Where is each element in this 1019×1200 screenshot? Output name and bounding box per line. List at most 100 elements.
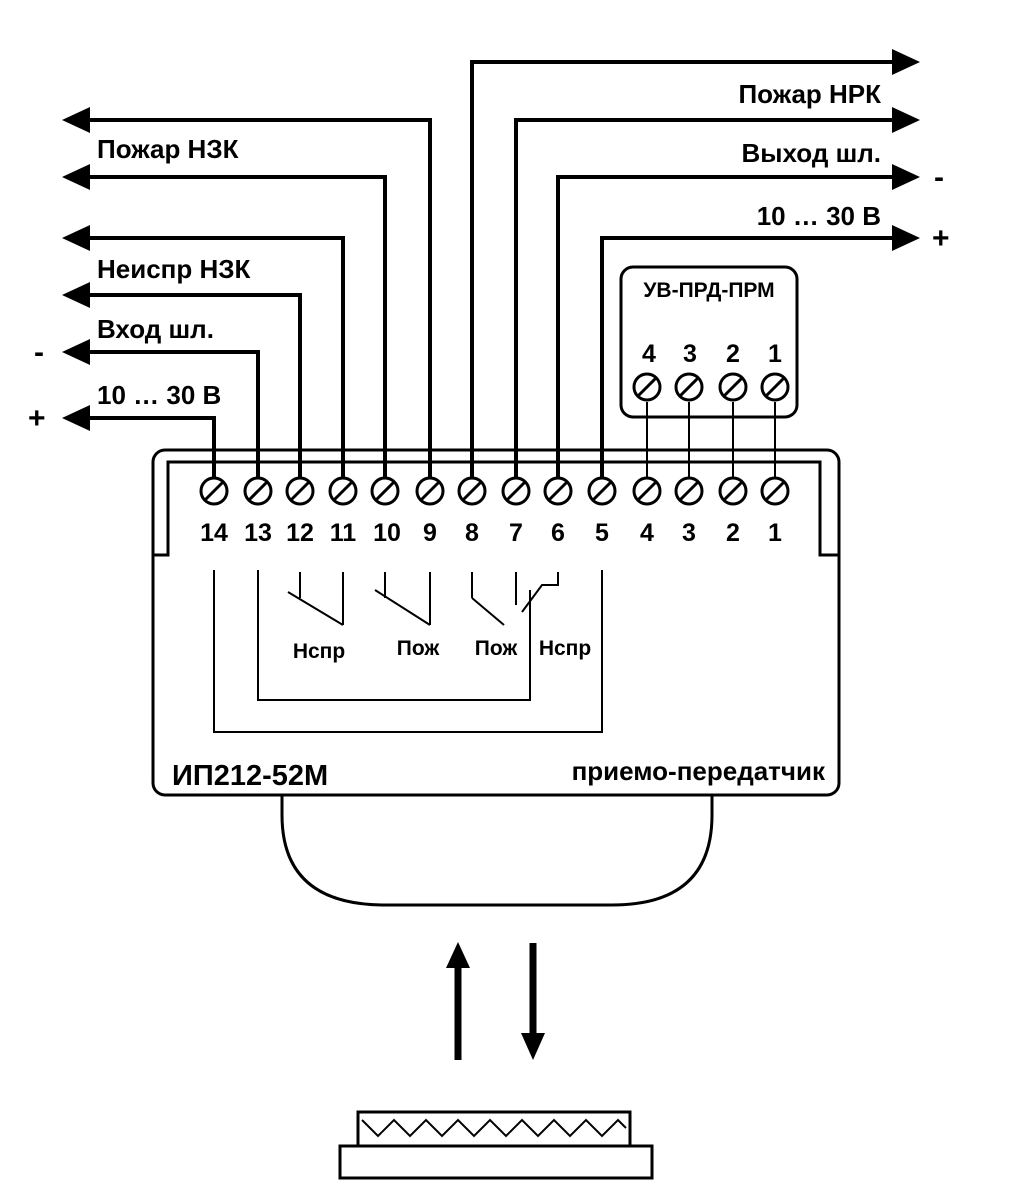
terminal-number: 7 bbox=[509, 519, 523, 547]
terminal-screw-icon bbox=[587, 476, 617, 506]
arrow-down-icon bbox=[521, 1033, 545, 1060]
reflector-base bbox=[338, 1144, 654, 1180]
connector-number: 3 bbox=[683, 340, 697, 368]
contact-label-fire-1: Пож bbox=[397, 637, 441, 660]
terminal-number: 11 bbox=[330, 519, 357, 547]
wire-terminal-11 bbox=[86, 236, 345, 480]
terminal-screw-icon bbox=[457, 476, 487, 506]
terminal-screw-icon bbox=[674, 372, 704, 402]
wire-terminal-7 bbox=[514, 118, 897, 480]
terminal-screw-icon bbox=[328, 476, 358, 506]
terminal-numbers: 14 13 12 11 10 9 8 7 6 5 4 3 2 1 bbox=[200, 519, 782, 547]
connector-number: 1 bbox=[768, 340, 782, 368]
sign-minus-left: - bbox=[34, 336, 44, 369]
wire-terminal-10 bbox=[86, 175, 387, 480]
wire-terminal-5 bbox=[600, 236, 897, 480]
terminal-number: 12 bbox=[286, 519, 314, 547]
arrow-left bbox=[62, 164, 90, 190]
arrow-left bbox=[62, 107, 90, 133]
terminal-number: 14 bbox=[200, 519, 228, 547]
connector-title: УВ-ПРД-ПРМ bbox=[643, 279, 774, 302]
terminal-number: 1 bbox=[768, 519, 782, 547]
internal-loop-wire bbox=[257, 570, 531, 701]
left-wires bbox=[86, 118, 432, 480]
wire-terminal-13 bbox=[86, 350, 260, 480]
relay-contact-fire-no bbox=[471, 597, 505, 626]
relay-contact-fault bbox=[287, 591, 344, 626]
connector-box bbox=[619, 265, 799, 419]
label-fire-nc: Пожар НЗК bbox=[97, 134, 239, 164]
label-fault-nc: Неиспр НЗК bbox=[97, 254, 251, 284]
terminal-screws bbox=[199, 476, 790, 506]
connector-number: 4 bbox=[642, 340, 656, 368]
label-fire-no: Пожар НРК bbox=[738, 79, 881, 109]
reflector-plate bbox=[356, 1110, 632, 1148]
sign-minus-right: - bbox=[934, 161, 944, 194]
terminal-number: 9 bbox=[423, 519, 437, 547]
terminal-screw-icon bbox=[501, 476, 531, 506]
internal-circuit bbox=[213, 570, 603, 733]
terminal-number: 6 bbox=[551, 519, 565, 547]
reflector-prisms bbox=[361, 1118, 627, 1138]
terminal-number: 13 bbox=[244, 519, 272, 547]
terminal-number: 8 bbox=[465, 519, 479, 547]
arrow-right bbox=[892, 225, 920, 251]
terminal-screw-icon bbox=[243, 476, 273, 506]
device-type: приемо-передатчик bbox=[572, 756, 826, 786]
terminal-number: 3 bbox=[682, 519, 696, 547]
arrow-left bbox=[62, 339, 90, 365]
terminal-screw-icon bbox=[632, 372, 662, 402]
arrow-right bbox=[892, 107, 920, 133]
terminal-number: 2 bbox=[726, 519, 740, 547]
wire-terminal-14 bbox=[86, 416, 216, 480]
connector-numbers: 4 3 2 1 bbox=[642, 340, 782, 368]
terminal-screw-icon bbox=[199, 476, 229, 506]
terminal-number: 4 bbox=[640, 519, 654, 547]
connector-jumpers bbox=[646, 402, 776, 478]
connector-number: 2 bbox=[726, 340, 740, 368]
terminal-screw-icon bbox=[760, 372, 790, 402]
arrow-right bbox=[892, 164, 920, 190]
terminal-screw-icon bbox=[718, 372, 748, 402]
terminal-number: 5 bbox=[595, 519, 609, 547]
terminal-screw-icon bbox=[760, 476, 790, 506]
arrow-right bbox=[892, 49, 920, 75]
terminal-strip bbox=[153, 460, 839, 557]
terminal-screw-icon bbox=[543, 476, 573, 506]
arrow-left bbox=[62, 225, 90, 251]
connector-screws bbox=[632, 372, 790, 402]
wire-terminal-12 bbox=[86, 293, 302, 480]
terminal-screw-icon bbox=[370, 476, 400, 506]
wire-terminal-9 bbox=[86, 118, 432, 480]
contact-label-fault-2: Нспр bbox=[539, 637, 591, 660]
wire-terminal-8 bbox=[470, 60, 897, 480]
sign-plus-left: + bbox=[28, 402, 46, 435]
terminal-screw-icon bbox=[632, 476, 662, 506]
arrow-up-icon bbox=[446, 942, 470, 968]
terminal-screw-icon bbox=[415, 476, 445, 506]
beam-arrows bbox=[446, 942, 545, 1060]
terminal-screw-icon bbox=[674, 476, 704, 506]
relay-contact-fault-2 bbox=[521, 572, 559, 613]
left-arrowheads bbox=[62, 107, 90, 431]
terminal-number: 10 bbox=[373, 519, 401, 547]
arrow-left bbox=[62, 405, 90, 431]
right-wires bbox=[470, 60, 897, 480]
device-model: ИП212-52М bbox=[172, 760, 328, 792]
relay-contact-fire bbox=[374, 589, 431, 626]
device-body bbox=[151, 448, 841, 797]
reflector bbox=[338, 1110, 654, 1180]
arrow-left bbox=[62, 282, 90, 308]
label-power-right: 10 … 30 В bbox=[757, 201, 881, 231]
terminal-screw-icon bbox=[718, 476, 748, 506]
sensor-lens bbox=[280, 795, 714, 907]
right-arrowheads bbox=[892, 49, 920, 251]
label-power-left: 10 … 30 В bbox=[97, 380, 221, 410]
contact-label-fault-1: Нспр bbox=[293, 640, 345, 663]
terminal-screw-icon bbox=[285, 476, 315, 506]
internal-loop-wire bbox=[213, 570, 603, 733]
contact-label-fire-2: Пож bbox=[475, 637, 519, 660]
sign-plus-right: + bbox=[932, 222, 950, 255]
label-loop-in: Вход шл. bbox=[97, 314, 214, 344]
